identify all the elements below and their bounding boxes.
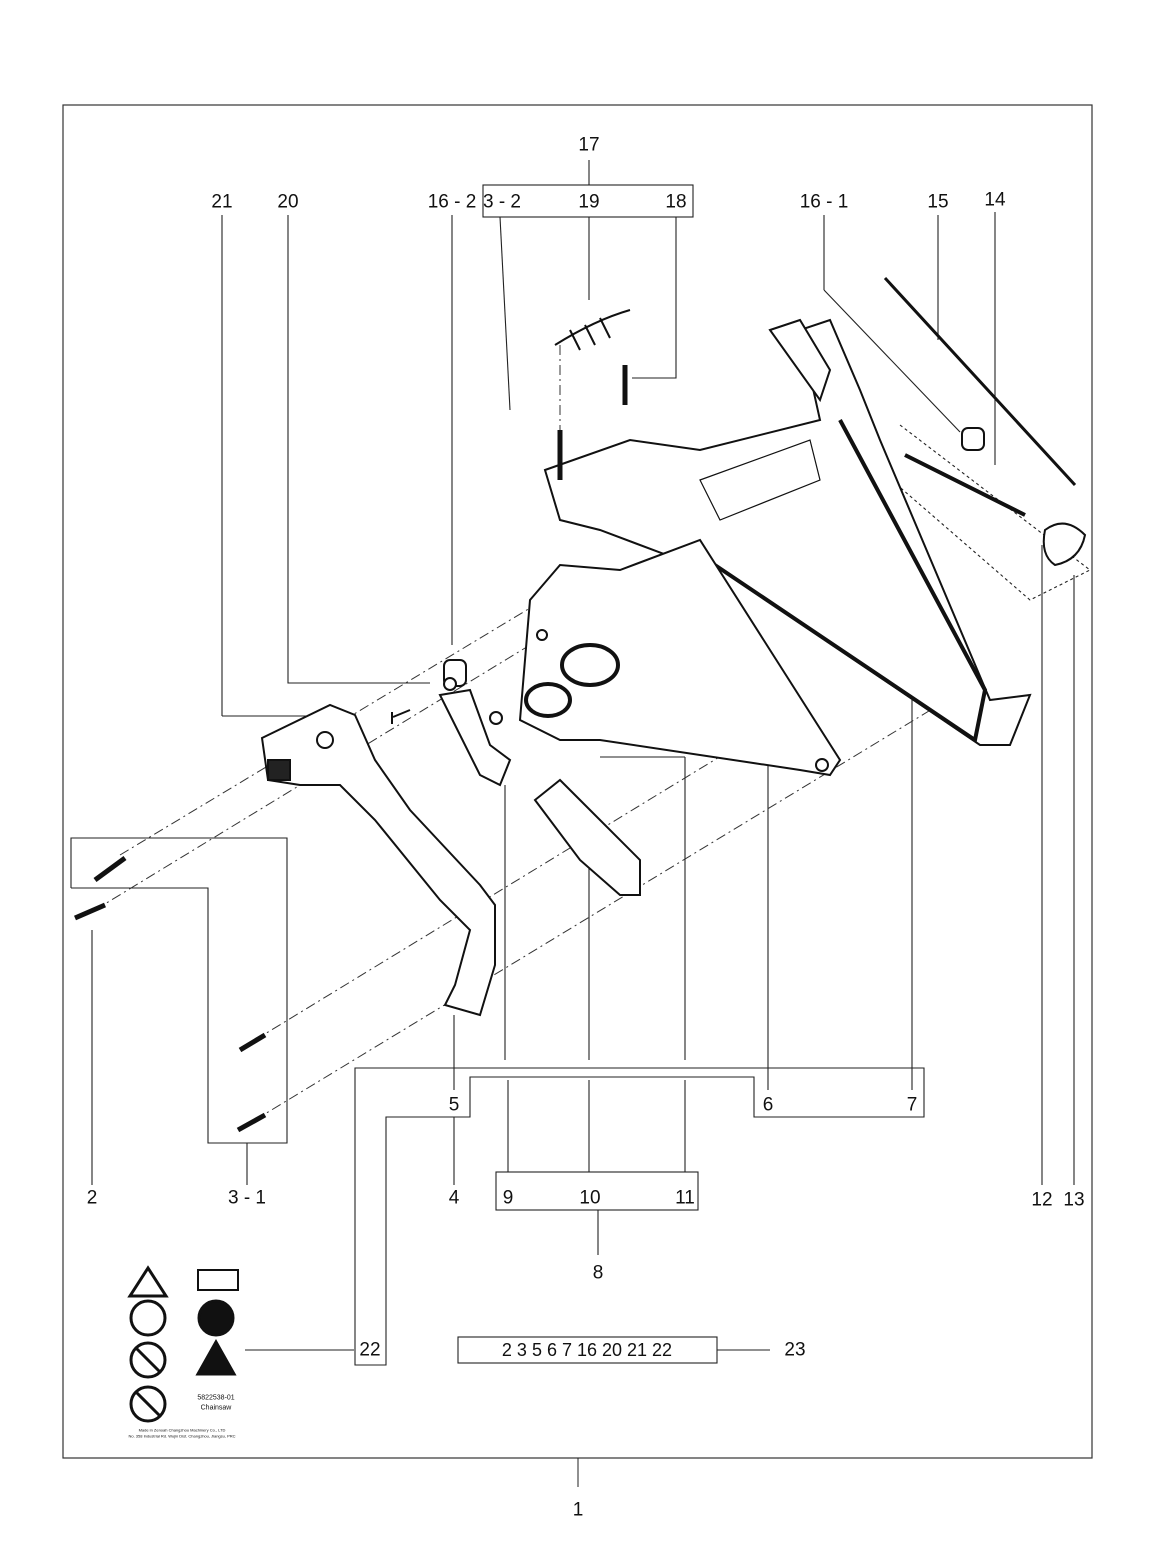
callout-3-2: 3 - 2 xyxy=(482,191,522,213)
callout-20: 20 xyxy=(277,191,299,213)
screw-3-1b xyxy=(236,1112,267,1133)
rear-handle-housing xyxy=(543,318,1032,746)
hearing-eye-protection-icon xyxy=(129,1299,167,1337)
spacer-16-1 xyxy=(961,427,985,451)
front-cover-part xyxy=(518,538,842,777)
callout-16-1: 16 - 1 xyxy=(799,191,849,213)
callout-2: 2 xyxy=(86,1187,98,1209)
spring-19 xyxy=(554,309,631,351)
sticker-maker-line1: Made in Zenoah Changzhou Machinery Co., … xyxy=(138,1427,226,1433)
callout-19: 19 xyxy=(578,191,600,213)
sticker-part-number: 5822538-01 xyxy=(197,1394,235,1402)
no-kickback-icon xyxy=(129,1385,167,1423)
callout-17: 17 xyxy=(578,134,600,156)
kit-contents-list: 2 3 5 6 7 16 20 21 22 xyxy=(501,1340,673,1360)
rod-15 xyxy=(883,276,1077,487)
callout-5: 5 xyxy=(448,1094,460,1116)
callout-22: 22 xyxy=(359,1339,381,1361)
kickback-warning-icon xyxy=(195,1338,237,1376)
screw-2b xyxy=(74,902,106,921)
callout-7: 7 xyxy=(906,1094,918,1116)
warning-triangle-icon xyxy=(127,1265,169,1298)
callout-8: 8 xyxy=(592,1262,604,1284)
sticker-maker-line2: No. 358 Industrial Rd. Wujin Dist. Chang… xyxy=(128,1433,236,1439)
washer-20 xyxy=(443,677,457,691)
bracket-17 xyxy=(221,160,1092,1185)
no-one-hand-icon xyxy=(129,1341,167,1379)
bracket-lines-bottom xyxy=(70,650,925,1366)
sticker-product: Chainsaw xyxy=(200,1404,232,1412)
throttle-lock-9 xyxy=(438,688,512,787)
front-handle xyxy=(260,703,496,1017)
callout-14: 14 xyxy=(984,189,1006,211)
callout-10: 10 xyxy=(579,1187,601,1209)
callout-21: 21 xyxy=(211,191,233,213)
manual-book-icon xyxy=(197,1269,239,1291)
screw-21 xyxy=(391,709,411,724)
two-hand-use-icon xyxy=(197,1299,235,1337)
callout-6: 6 xyxy=(762,1094,774,1116)
callout-23: 23 xyxy=(784,1339,806,1361)
callout-3-1: 3 - 1 xyxy=(227,1187,267,1209)
screw-3-1a xyxy=(238,1032,267,1053)
trigger-10 xyxy=(533,778,641,896)
small-parts xyxy=(74,276,1087,1133)
screw-2a xyxy=(93,855,127,883)
callout-13: 13 xyxy=(1063,1189,1085,1211)
callout-9: 9 xyxy=(502,1187,514,1209)
pin-14 xyxy=(904,453,1026,517)
callout-15: 15 xyxy=(927,191,949,213)
callout-1: 1 xyxy=(572,1499,584,1521)
callout-18: 18 xyxy=(665,191,687,213)
callout-16-2: 16 - 2 xyxy=(427,191,477,213)
callout-11: 11 xyxy=(675,1187,695,1209)
bulb-12-13 xyxy=(1042,522,1087,567)
callout-4: 4 xyxy=(448,1187,460,1209)
o-ring-11 xyxy=(489,711,503,725)
warning-sticker xyxy=(127,1265,239,1423)
callout-12: 12 xyxy=(1031,1189,1053,1211)
